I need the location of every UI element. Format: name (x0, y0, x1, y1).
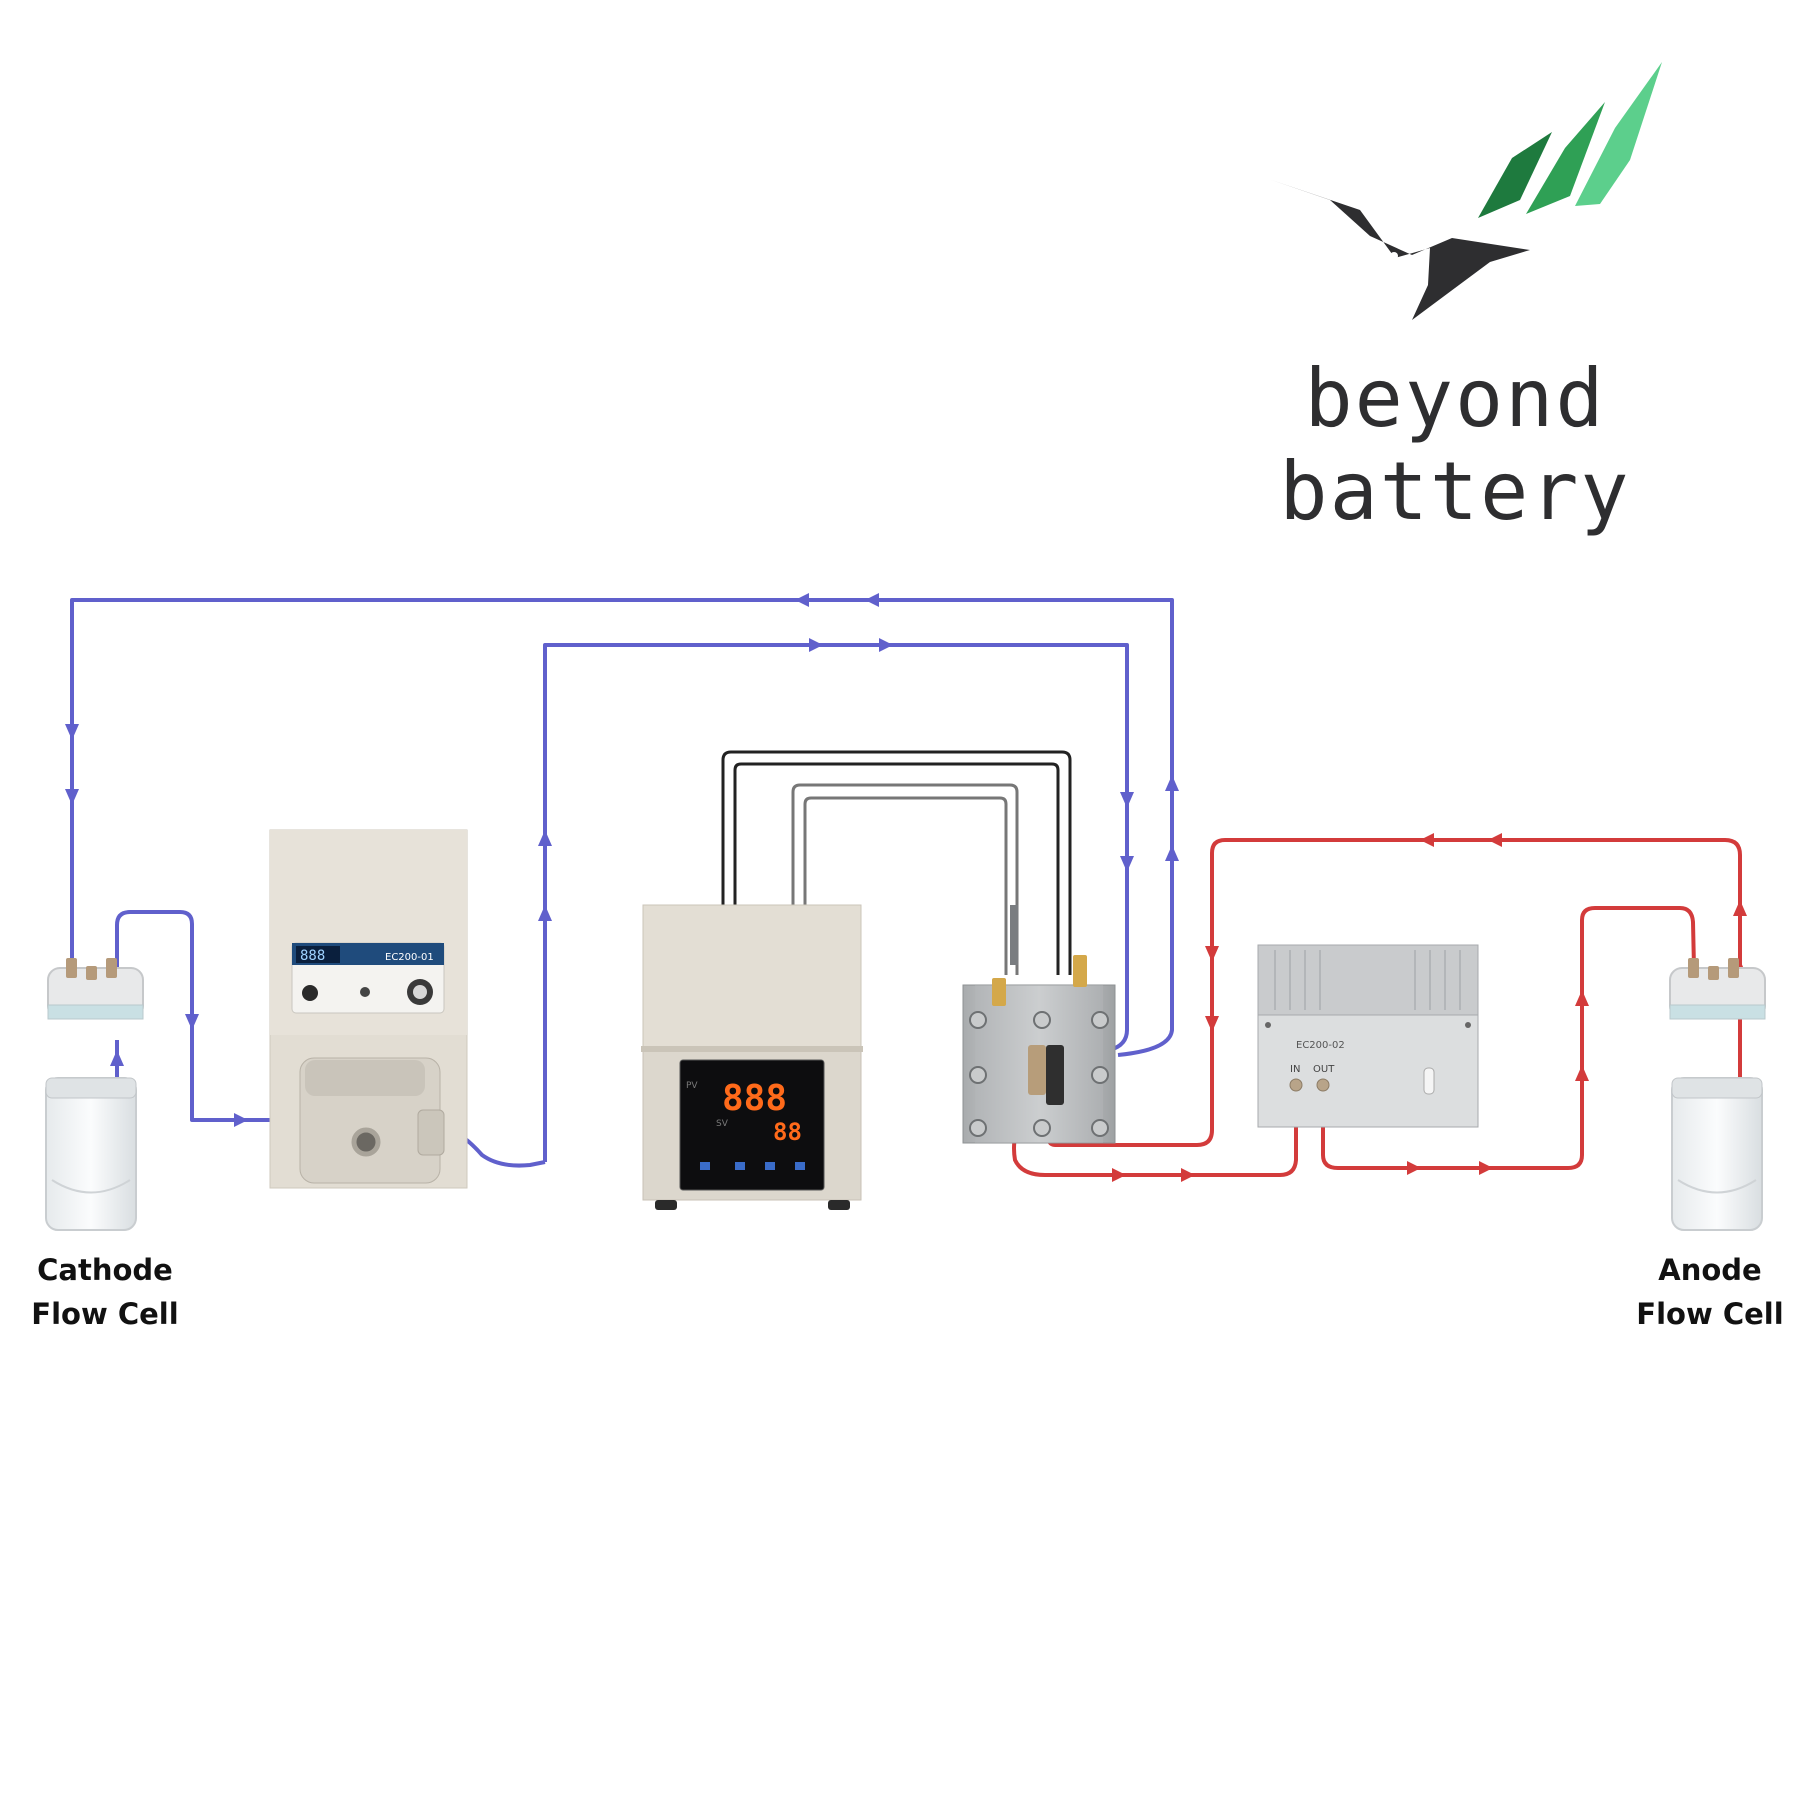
heater-wires (721, 750, 1072, 975)
arrow (795, 593, 809, 607)
arrow (809, 638, 823, 652)
arrow (1112, 1168, 1126, 1182)
logo-bird-body (1242, 170, 1530, 320)
arrow (65, 724, 79, 740)
arrow (1120, 792, 1134, 808)
heater-front (1257, 1014, 1479, 1128)
cathode-flow-arrows (65, 593, 1179, 1127)
arrow (1165, 775, 1179, 791)
terminal-left (992, 978, 1006, 1006)
arrow (1407, 1161, 1421, 1175)
arrow (1488, 833, 1502, 847)
arrow (879, 638, 893, 652)
anode-heater-to-jar-line (1321, 906, 1696, 1170)
anode-reservoir (1669, 958, 1766, 1231)
arrow (1575, 1065, 1589, 1081)
pump-lcd (296, 946, 340, 963)
arrow (185, 1014, 199, 1030)
arrow (1165, 845, 1179, 861)
arrow (865, 593, 879, 607)
heater-model: EC200-02 (1296, 1040, 1345, 1051)
flow-cell-stack (962, 905, 1116, 1144)
cathode-label-line1: Cathode (37, 1253, 173, 1287)
arrow (1733, 900, 1747, 916)
arrow (1420, 833, 1434, 847)
anode-return-line (1043, 838, 1742, 1147)
sv-label: SV (716, 1119, 729, 1129)
brand-logo (1242, 62, 1662, 320)
cell-bolts (969, 1011, 1109, 1137)
peristaltic-pump: 888 EC200-01 (269, 829, 468, 1189)
arrow (1479, 1161, 1493, 1175)
pv-display: 888 (722, 1078, 787, 1119)
arrow (1205, 946, 1219, 962)
controller-top (642, 904, 862, 1049)
heater-top (1257, 944, 1479, 1016)
heater-unit: EC200-02 IN OUT (1257, 944, 1479, 1128)
cathode-label: Cathode Flow Cell (10, 1248, 200, 1336)
arrow (65, 789, 79, 805)
logo-eye (1390, 252, 1398, 260)
heater-out-label: OUT (1313, 1064, 1335, 1075)
anode-jar (1671, 1077, 1763, 1231)
temperature-controller: PV SV 888 88 (641, 904, 863, 1210)
heater-in-label: IN (1290, 1064, 1300, 1075)
cathode-jar (45, 1077, 137, 1231)
cathode-reservoir (45, 958, 144, 1231)
arrow (1120, 856, 1134, 872)
brand-wordmark: beyond battery (1279, 352, 1631, 538)
controller-display (679, 1059, 825, 1191)
arrow (110, 1050, 124, 1066)
arrow (234, 1113, 248, 1127)
pv-label: PV (686, 1081, 698, 1091)
logo-wing-2 (1526, 102, 1605, 214)
arrow (1575, 990, 1589, 1006)
pump-rotor (351, 1127, 381, 1157)
pump-model: EC200-01 (385, 952, 434, 963)
arrow (1205, 1016, 1219, 1032)
logo-wing-3 (1575, 62, 1662, 206)
anode-label-line2: Flow Cell (1636, 1297, 1784, 1331)
anode-label: Anode Flow Cell (1615, 1248, 1800, 1336)
arrow (538, 905, 552, 921)
cathode-return-line (70, 598, 1174, 1057)
sv-display: 88 (773, 1118, 802, 1146)
pump-lcd-value: 888 (300, 948, 325, 964)
terminal-right (1073, 955, 1087, 987)
cathode-pump-inlet-line (115, 910, 300, 1122)
arrow (1181, 1168, 1195, 1182)
logo-wing-1 (1478, 132, 1552, 218)
arrow (538, 830, 552, 846)
cathode-label-line2: Flow Cell (31, 1297, 179, 1331)
anode-label-line1: Anode (1658, 1253, 1762, 1287)
